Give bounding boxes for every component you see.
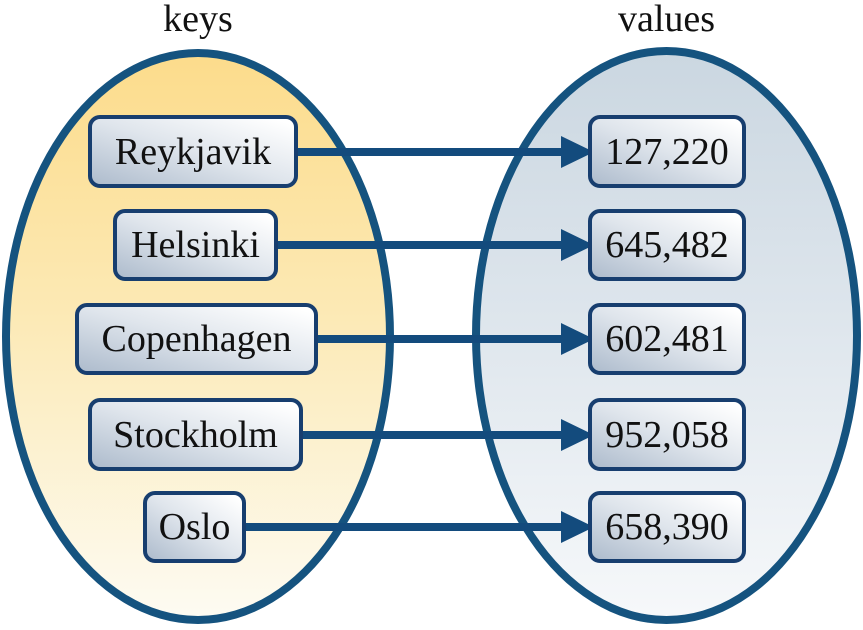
key-box: Helsinki (113, 209, 278, 281)
key-box: Reykjavik (88, 115, 298, 188)
value-box: 645,482 (588, 209, 746, 281)
mapping-arrow-icon (272, 229, 594, 261)
keys-set-title: keys (163, 0, 233, 40)
mapping-arrow-icon (312, 323, 594, 355)
arrow-shaft (240, 523, 561, 531)
arrow-shaft (297, 431, 561, 439)
value-box: 602,481 (588, 303, 746, 375)
mapping-arrow-icon (292, 136, 594, 168)
value-box: 952,058 (588, 398, 746, 471)
mapping-arrow-icon (297, 419, 594, 451)
value-box: 127,220 (588, 115, 746, 188)
key-box: Copenhagen (75, 303, 318, 375)
arrow-shaft (272, 241, 561, 249)
values-set-title: values (617, 0, 716, 40)
value-box: 658,390 (588, 491, 746, 563)
arrow-shaft (292, 148, 561, 156)
mapping-arrow-icon (240, 511, 594, 543)
key-box: Stockholm (88, 398, 303, 471)
key-box: Oslo (143, 491, 246, 563)
arrow-shaft (312, 335, 561, 343)
